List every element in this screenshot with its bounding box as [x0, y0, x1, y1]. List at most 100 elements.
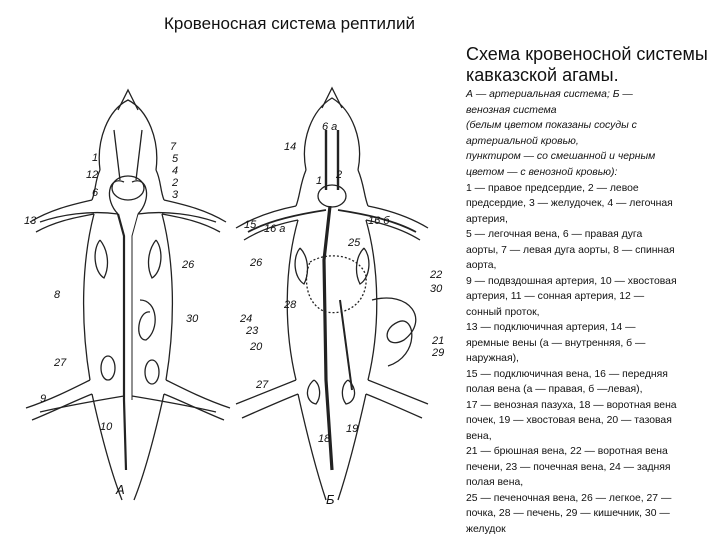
figure-b-left-forelimb	[235, 205, 299, 241]
caption-legend-line: 1 — правое предсердие, 2 — левое	[466, 182, 639, 194]
caption-subtitle-line: венозная система	[466, 104, 557, 116]
figure-a-dorsal-aorta	[116, 213, 128, 471]
figure-b-label: 19	[346, 423, 358, 435]
figure-b-label: 25	[347, 237, 361, 249]
figure-b-label: 6 а	[322, 121, 337, 133]
figure-b-label: 1	[316, 175, 322, 187]
caption-title-line: Схема кровеносной системы	[466, 44, 708, 64]
figure-b-left-hindlimb	[235, 379, 299, 419]
caption-legend-line: вена,	[466, 430, 492, 442]
figure-a-right-forelimb	[161, 199, 227, 233]
figure-a-head-outline	[98, 99, 158, 171]
figure-b-label: 27	[255, 379, 269, 391]
figure-a-label: 13	[24, 215, 37, 227]
caption-legend-line: 5 — легочная вена, 6 — правая дуга	[466, 229, 643, 240]
figure-b-label: 30	[430, 283, 443, 295]
figure-a-label: 4	[172, 165, 178, 177]
figure-a-left-forelimb	[29, 199, 95, 233]
caption-title-line: кавказской агамы.	[466, 65, 619, 85]
figure-a-carotid-arteries	[113, 129, 143, 181]
figure-a-label: 26	[181, 259, 195, 271]
caption-legend-line: артерия, 11 — сонная артерия, 12 —	[466, 291, 645, 302]
figure-b-right-hindlimb	[365, 379, 429, 419]
caption-legend-line: желудок	[466, 523, 506, 535]
figure-a-labels: 1 12 6 7 5 4 2 3 13 26 8 30 27 9 10 А	[24, 141, 199, 497]
figure-a-label: 27	[53, 357, 67, 369]
page-title: Кровеносная система рептилий	[164, 14, 415, 33]
figure-b-heart	[317, 184, 347, 208]
circulatory-diagram: 1 12 6 7 5 4 2 3 13 26 8 30 27 9 10 А 6 …	[24, 86, 444, 507]
figure-a-left-lung	[94, 239, 109, 279]
figure-b-posterior-vena-cava	[322, 205, 334, 471]
caption-legend-line: артерия,	[466, 213, 508, 225]
figure-b-intestine	[371, 297, 417, 367]
figure-a-label: 5	[172, 153, 179, 165]
caption-legend-line: почек, 19 — хвостовая вена, 20 — тазовая	[466, 415, 672, 426]
figure-a-left-hindlimb	[25, 379, 93, 421]
figure-b-venous-system	[235, 86, 429, 501]
figure-b-tail-outline	[297, 393, 367, 501]
figure-b-label: 2	[335, 169, 342, 181]
caption-legend-line: аорты, 7 — левая дуга аорты, 8 — спинная	[466, 244, 675, 256]
figure-a-left-aortic-arch	[131, 180, 148, 215]
caption-legend-line: 15 — подключичная вена, 16 — передняя	[466, 368, 668, 380]
figure-b-label: 28	[283, 299, 297, 311]
figure-a-label: 6	[92, 187, 99, 199]
figure-a-iliac-right	[131, 395, 217, 413]
caption-legend-line: наружная),	[466, 353, 519, 364]
figure-b-label: 16 б	[368, 215, 390, 227]
figure-b-label: 15	[244, 219, 257, 231]
figure-a-iliac-left	[39, 395, 125, 413]
figure-b-snout	[321, 86, 343, 109]
caption-subtitle-line: (белым цветом показаны сосуды с	[466, 120, 637, 131]
figure-a-label: 2	[171, 177, 178, 189]
figure-a-right-lung	[147, 239, 162, 279]
figure-a-label: 9	[40, 393, 46, 405]
figure-b-head-outline	[303, 97, 361, 171]
figure-b-label: 18	[318, 433, 331, 445]
figure-b-label: 24	[239, 313, 252, 325]
figure-a-heart	[111, 175, 145, 201]
figure-b-liver	[305, 255, 367, 314]
figure-a-right-kidney	[144, 359, 160, 385]
figure-b-label: 22	[429, 269, 442, 281]
figure-a-right-aortic-arch	[108, 180, 125, 215]
figure-b-labels: 6 а 14 2 1 16 б 15 16 а 25 26 22 30 28 2…	[239, 121, 444, 507]
caption-legend-line: предсердие, 3 — желудочек, 4 — легочная	[466, 198, 673, 209]
caption-legend-line: сонный проток,	[466, 306, 540, 318]
figure-a-label: 10	[100, 421, 113, 433]
caption-subtitle-line: пунктиром — со смешанной и черным	[466, 151, 656, 162]
caption-legend-line: 9 — подвздошная артерия, 10 — хвостовая	[466, 275, 677, 287]
caption-legend-line: 25 — печеночная вена, 26 — легкое, 27 —	[466, 492, 672, 504]
figure-b-letter: Б	[326, 492, 335, 507]
figure-b-left-kidney	[306, 379, 321, 405]
figure-a-body-outline	[82, 213, 174, 381]
figure-a-label: 7	[170, 141, 177, 153]
caption-legend: цветом — с венозной кровью): 1 — правое …	[466, 165, 718, 537]
figure-a-neck-outline	[91, 169, 165, 201]
caption-legend-line: почка, 28 — печень, 29 — кишечник, 30 —	[466, 508, 670, 519]
caption-legend-line: полая вена (а — правая, б —левая),	[466, 384, 643, 395]
caption-subtitle: А — артериальная система; Б — венозная с…	[466, 87, 716, 165]
caption-legend-line: печени, 23 — почечная вена, 24 — задняя	[466, 461, 671, 473]
figure-a-label: 1	[92, 152, 98, 164]
figure-a-label: 30	[186, 313, 199, 325]
figure-b-label: 20	[249, 341, 263, 353]
caption-legend-line: 13 — подключичная артерия, 14 —	[466, 322, 636, 333]
caption-subtitle-line: артериальной кровью,	[466, 135, 579, 147]
figure-b-left-lung	[294, 247, 309, 285]
caption-legend-line: цветом — с венозной кровью):	[466, 167, 618, 178]
figure-b-abdominal-vein	[339, 299, 353, 391]
figure-a-tail-outline	[91, 393, 165, 501]
figure-b-label: 29	[431, 347, 444, 359]
figure-b-jugular-veins	[324, 130, 340, 190]
figure-b-neck-outline	[295, 169, 369, 207]
caption-legend-line: 21 — брюшная вена, 22 — воротная вена	[466, 446, 668, 457]
figure-a-dorsal-aorta-wall	[131, 213, 139, 400]
figure-b-label: 23	[245, 325, 259, 337]
figure-a-arterial-system	[25, 88, 231, 501]
figure-b-label: 26	[249, 257, 263, 269]
figure-a-letter: А	[115, 482, 125, 497]
caption-legend-line: 17 — венозная пазуха, 18 — воротная вена	[466, 399, 677, 411]
caption-title: Схема кровеносной системы кавказской ага…	[466, 44, 716, 86]
